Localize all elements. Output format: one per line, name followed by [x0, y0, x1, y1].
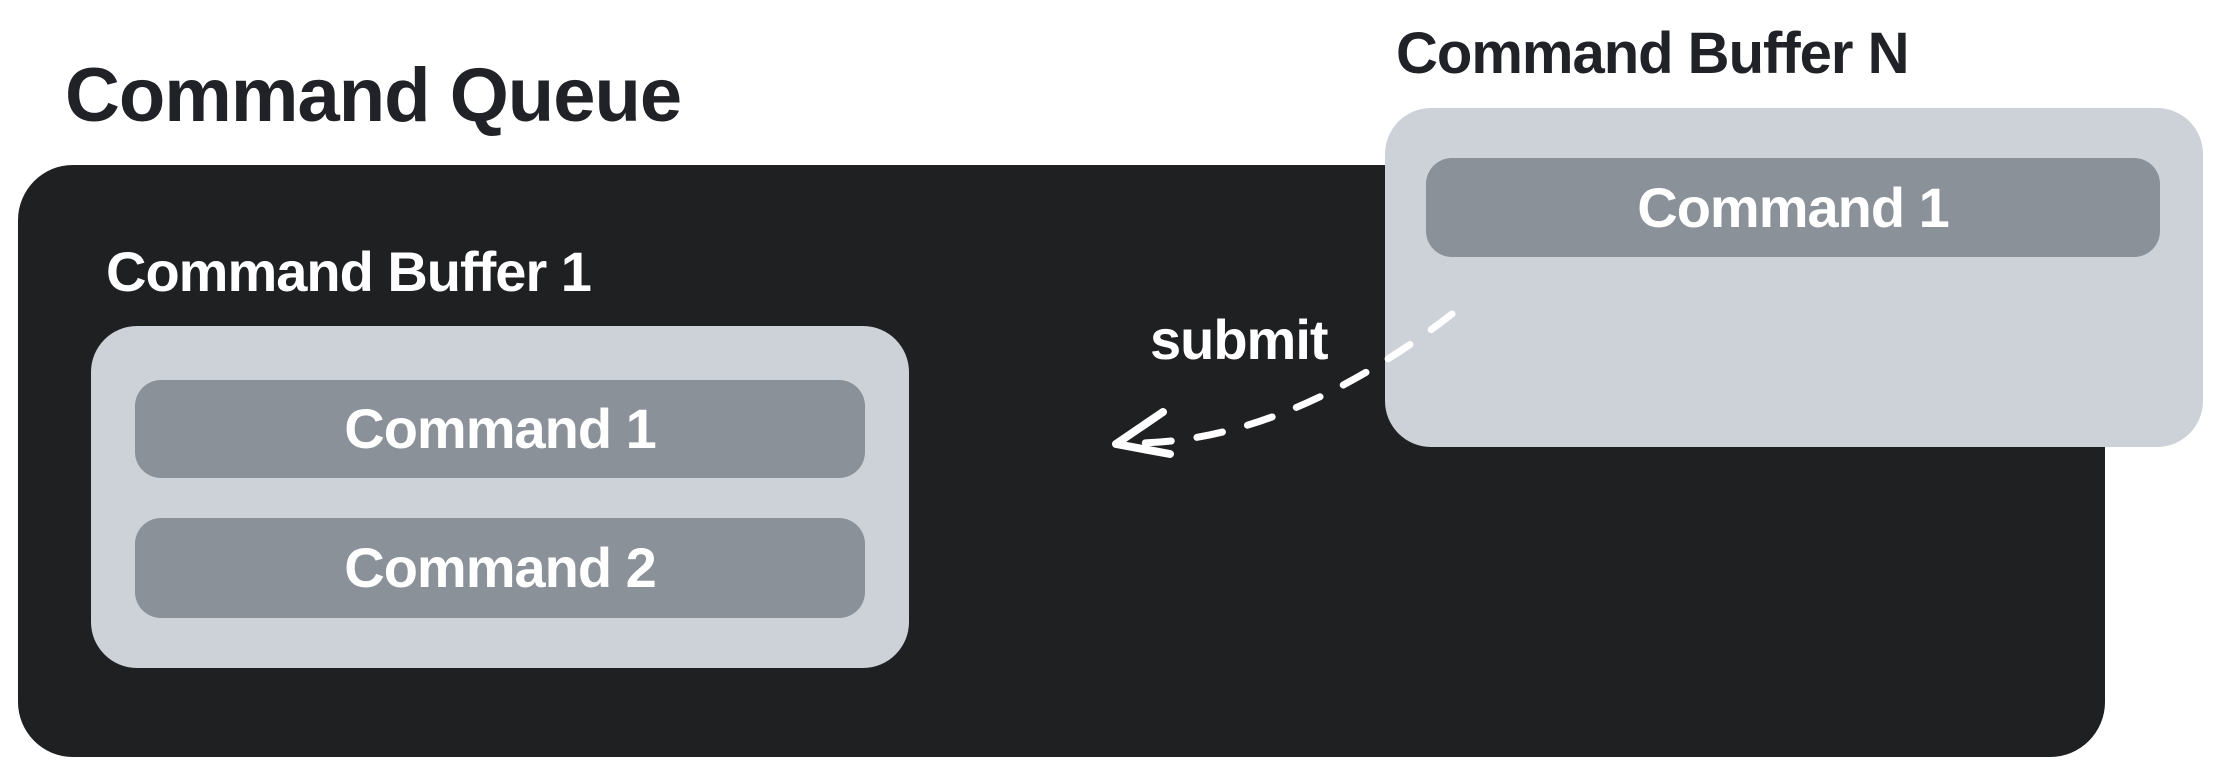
command-item: Command 1 — [1426, 158, 2160, 257]
command-buffer-1-label: Command Buffer 1 — [106, 240, 592, 303]
command-queue-title: Command Queue — [65, 53, 682, 138]
command-item: Command 2 — [135, 518, 865, 618]
submit-label: submit — [1150, 308, 1329, 371]
command-buffer-1-box: Command 1 Command 2 — [91, 326, 909, 668]
command-buffer-n-box: Command 1 — [1385, 108, 2203, 447]
command-item: Command 1 — [135, 380, 865, 478]
command-buffer-n-title: Command Buffer N — [1396, 21, 1909, 86]
